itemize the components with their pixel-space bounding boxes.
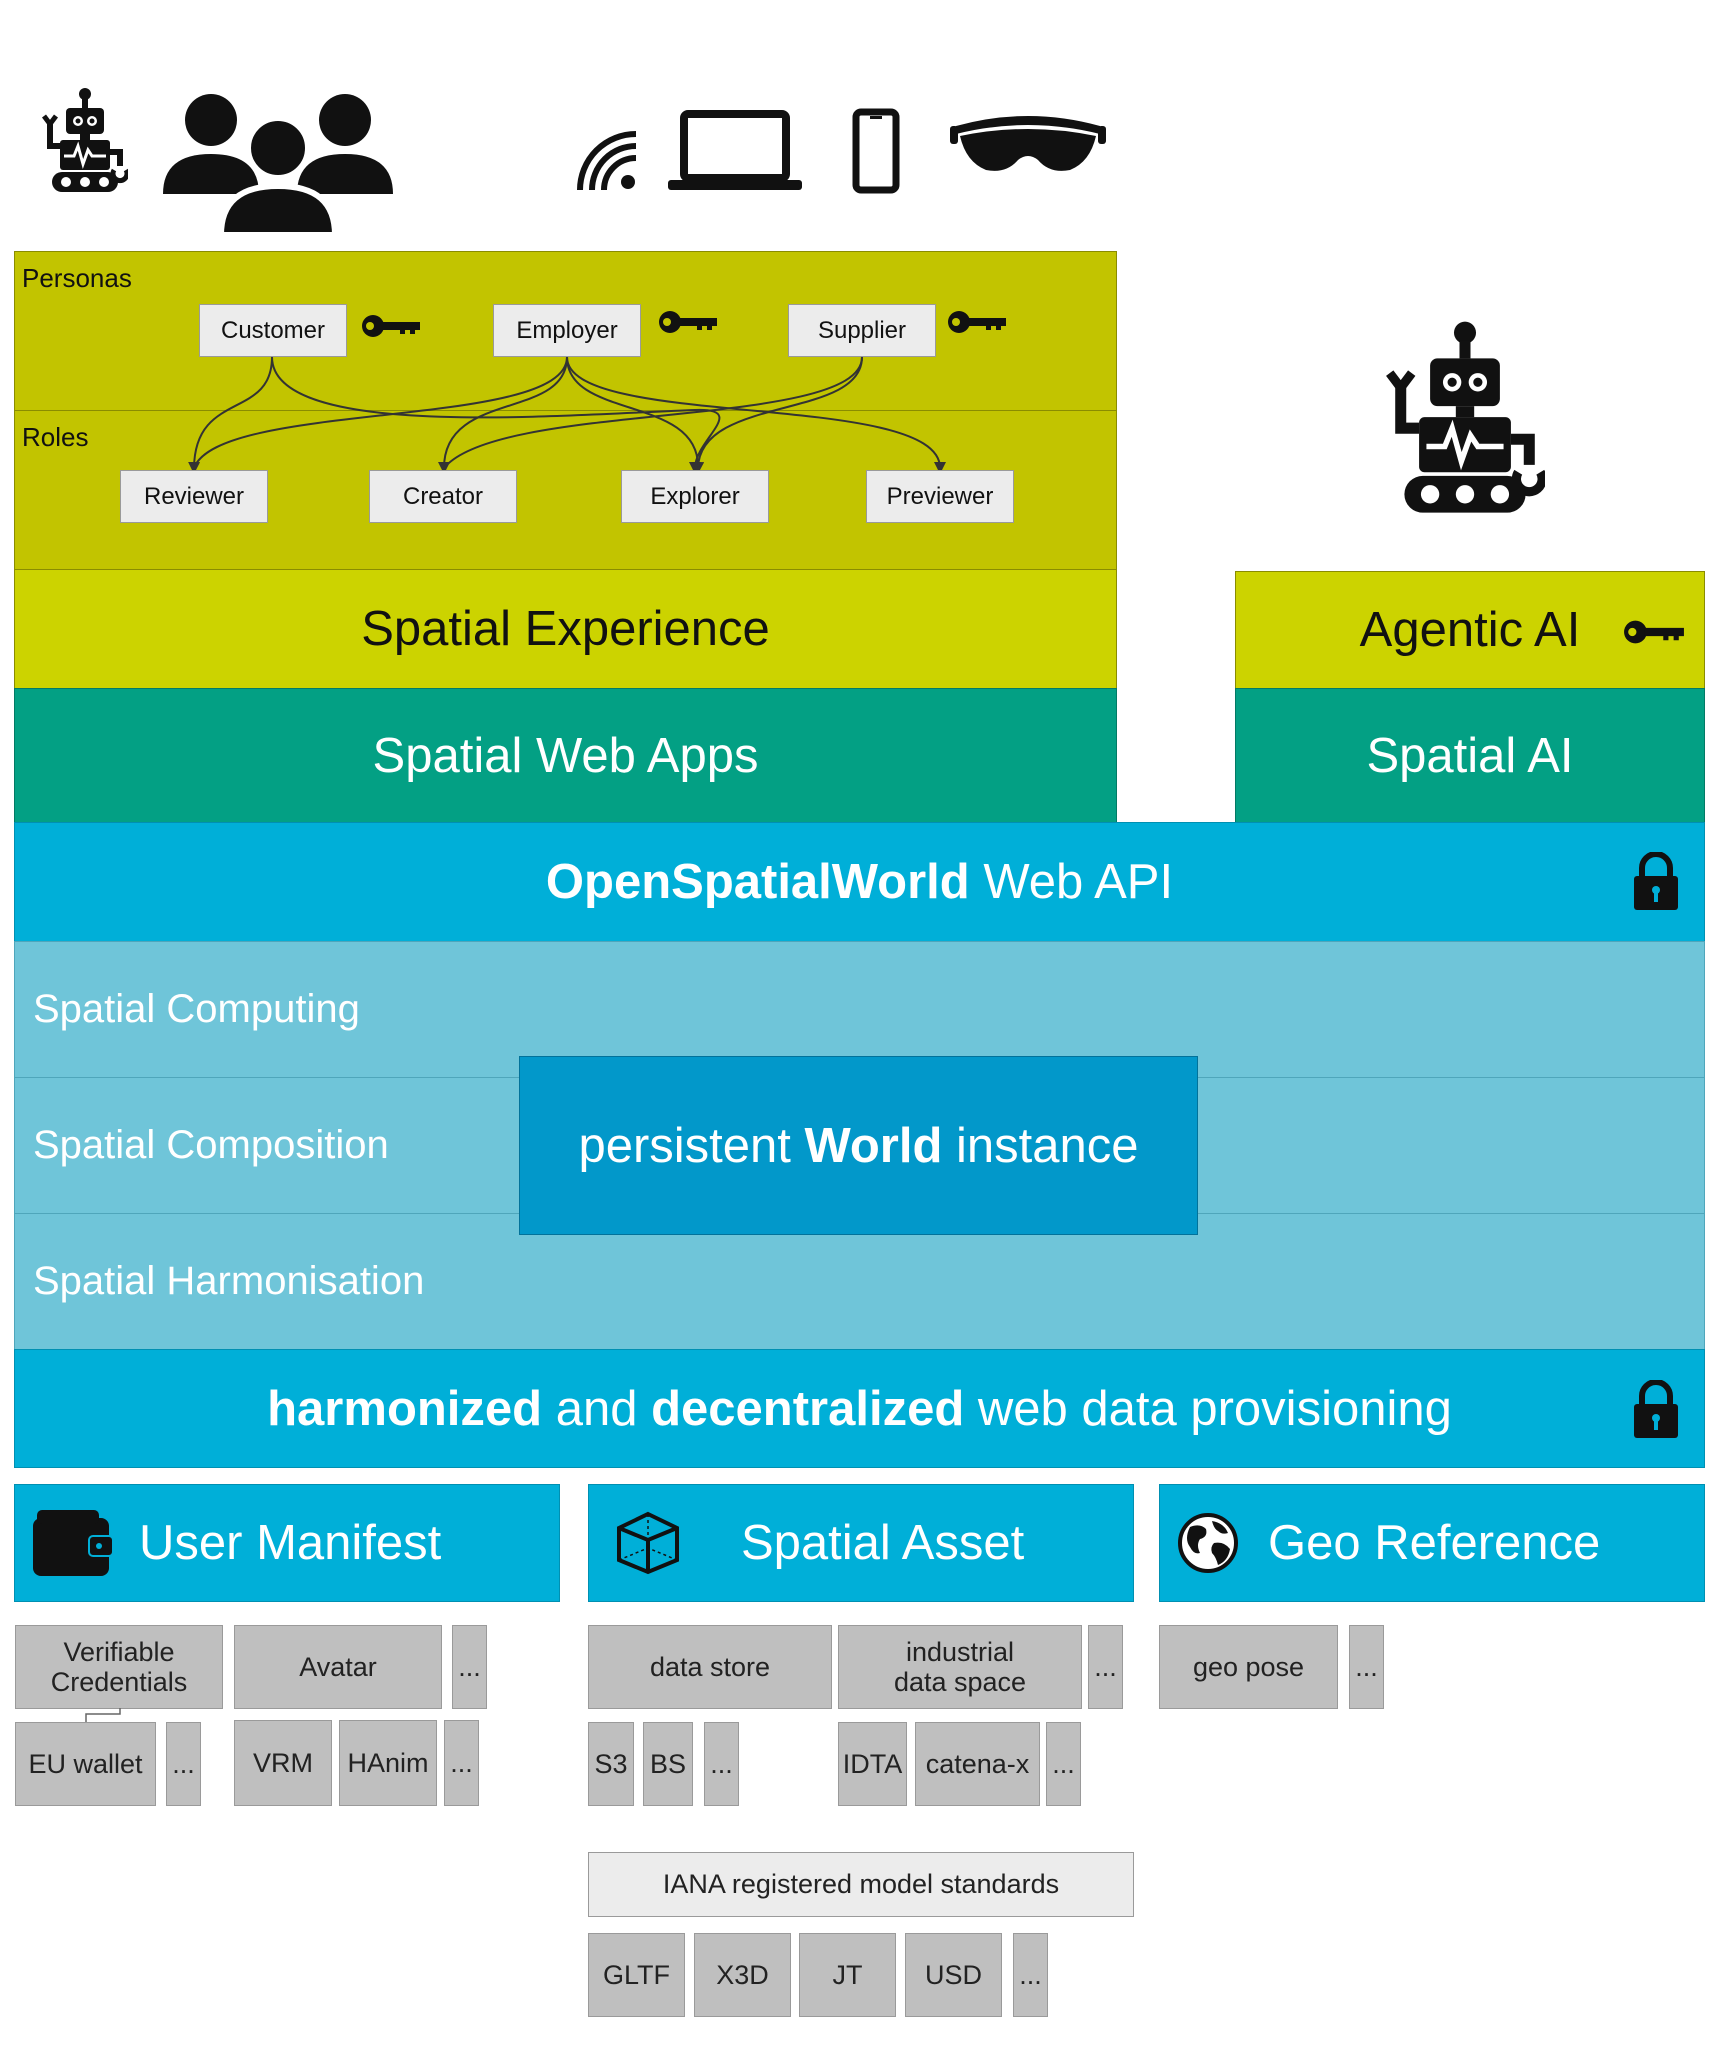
iana-standards-box[interactable]: IANA registered model standards — [588, 1852, 1134, 1917]
persona-customer[interactable]: Customer — [199, 304, 347, 357]
wallet-icon — [31, 1508, 115, 1578]
robot-icon — [1385, 318, 1545, 520]
data-provisioning-layer: harmonized and decentralized web data pr… — [14, 1349, 1705, 1468]
user-manifest-label: User Manifest — [139, 1516, 442, 1570]
catena-x-box[interactable]: catena-x — [915, 1722, 1040, 1806]
spatial-composition-label: Spatial Composition — [33, 1123, 389, 1167]
idta-box[interactable]: IDTA — [838, 1722, 907, 1806]
industrial-data-space-box[interactable]: industrial data space — [838, 1625, 1082, 1709]
role-reviewer[interactable]: Reviewer — [120, 470, 268, 523]
laptop-icon — [668, 110, 802, 192]
geo-pose-box[interactable]: geo pose — [1159, 1625, 1338, 1709]
vrm-box[interactable]: VRM — [234, 1720, 332, 1806]
wifi-icon — [576, 130, 640, 194]
role-previewer[interactable]: Previewer — [866, 470, 1014, 523]
x3d-box[interactable]: X3D — [694, 1933, 791, 2017]
catena-more-box[interactable]: ... — [1046, 1722, 1081, 1806]
eu-wallet-more-box[interactable]: ... — [166, 1722, 201, 1806]
smartphone-icon — [852, 108, 900, 194]
world-word: World — [804, 1118, 943, 1173]
industrial-more-box[interactable]: ... — [1088, 1625, 1123, 1709]
roles-label: Roles — [22, 422, 89, 452]
key-icon — [360, 312, 422, 340]
geo-pose-more-box[interactable]: ... — [1349, 1625, 1384, 1709]
eu-wallet-box[interactable]: EU wallet — [15, 1722, 156, 1806]
spatial-ai-layer: Spatial AI — [1235, 688, 1705, 823]
persona-role-connectors — [188, 356, 946, 474]
globe-icon — [1176, 1511, 1240, 1575]
user-manifest-pillar: User Manifest — [14, 1484, 560, 1602]
agentic-ai-label: Agentic AI — [1359, 603, 1581, 657]
geo-reference-pillar: Geo Reference — [1159, 1484, 1705, 1602]
personas-label: Personas — [22, 263, 132, 293]
hanim-box[interactable]: HAnim — [339, 1720, 437, 1806]
world-prefix: persistent — [578, 1118, 805, 1173]
lock-icon — [1632, 1380, 1680, 1440]
users-icon — [163, 90, 393, 235]
data-store-more-box[interactable]: ... — [704, 1722, 739, 1806]
s3-box[interactable]: S3 — [588, 1722, 634, 1806]
data-store-box[interactable]: data store — [588, 1625, 832, 1709]
spatial-asset-pillar: Spatial Asset — [588, 1484, 1134, 1602]
spatial-computing-label: Spatial Computing — [33, 987, 360, 1031]
persistent-world-instance: persistent World instance — [519, 1056, 1198, 1235]
persona-employer[interactable]: Employer — [493, 304, 641, 357]
spatial-web-apps-layer: Spatial Web Apps — [14, 688, 1117, 823]
vr-headset-icon — [950, 112, 1106, 176]
model-standards-more-box[interactable]: ... — [1013, 1933, 1048, 2017]
avatar-box[interactable]: Avatar — [234, 1625, 442, 1709]
role-creator[interactable]: Creator — [369, 470, 517, 523]
credential-wallet-link — [85, 1708, 121, 1722]
spatial-asset-label: Spatial Asset — [741, 1516, 1025, 1570]
geo-reference-label: Geo Reference — [1268, 1516, 1601, 1570]
api-name: OpenSpatialWorld — [545, 855, 970, 909]
lock-icon — [1632, 852, 1680, 912]
spatial-harmonisation-label: Spatial Harmonisation — [33, 1259, 425, 1303]
prov-decentralized: decentralized — [651, 1381, 965, 1436]
prov-harmonized: harmonized — [267, 1381, 543, 1436]
web-api-layer: OpenSpatialWorld Web API — [14, 822, 1705, 942]
gltf-box[interactable]: GLTF — [588, 1933, 685, 2017]
user-manifest-more-box[interactable]: ... — [452, 1625, 487, 1709]
key-icon — [657, 308, 719, 336]
spatial-computing-layer: Spatial Computing — [14, 941, 1705, 1078]
role-explorer[interactable]: Explorer — [621, 470, 769, 523]
prov-suffix: web data provisioning — [964, 1381, 1452, 1436]
bs-box[interactable]: BS — [643, 1722, 693, 1806]
robot-icon — [42, 86, 128, 196]
cube-icon — [615, 1510, 681, 1576]
avatar-more-box[interactable]: ... — [444, 1720, 479, 1806]
persona-supplier[interactable]: Supplier — [788, 304, 936, 357]
prov-and: and — [542, 1381, 652, 1436]
spatial-experience-layer: Spatial Experience — [14, 569, 1117, 689]
world-suffix: instance — [942, 1118, 1139, 1173]
verifiable-credentials-box[interactable]: Verifiable Credentials — [15, 1625, 223, 1709]
jt-box[interactable]: JT — [799, 1933, 896, 2017]
api-suffix: Web API — [969, 855, 1174, 909]
usd-box[interactable]: USD — [905, 1933, 1002, 2017]
key-icon — [1622, 617, 1686, 647]
key-icon — [946, 308, 1008, 336]
